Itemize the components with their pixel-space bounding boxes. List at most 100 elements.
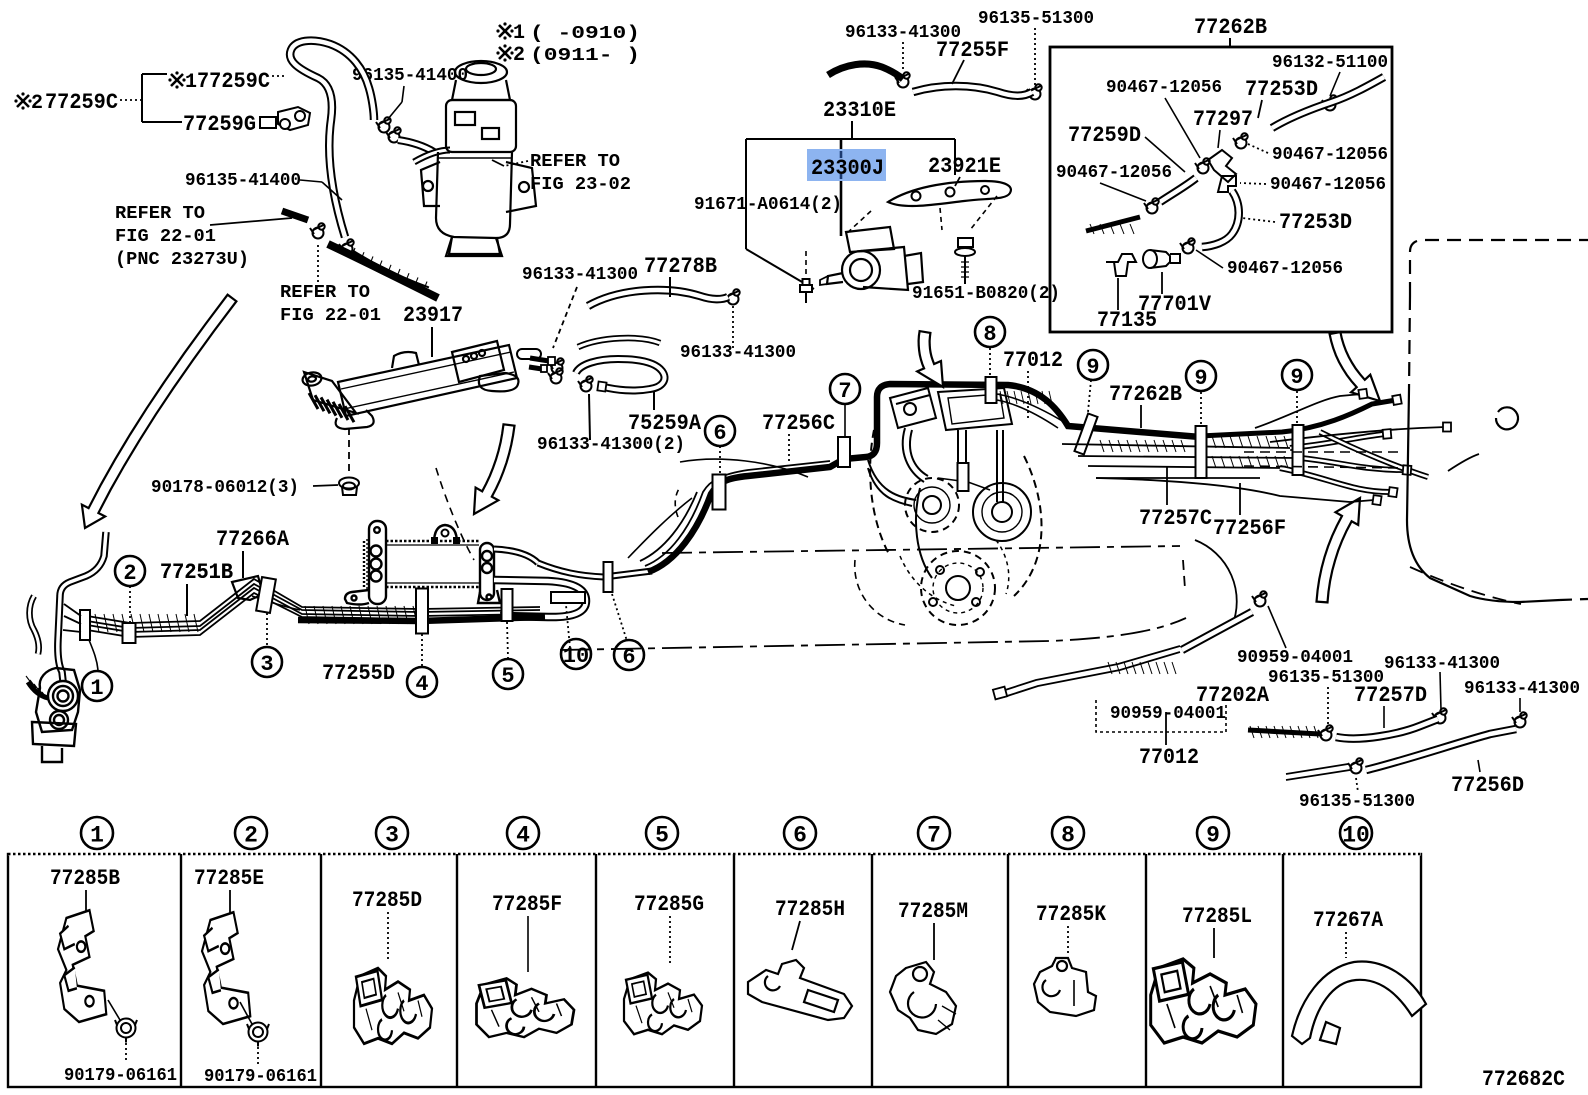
svg-text:77251B: 77251B [160,560,233,585]
svg-text:77285D: 77285D [352,888,422,913]
svg-text:772682C: 772682C [1482,1067,1565,1092]
svg-text:91651-B0820(2): 91651-B0820(2) [912,284,1060,304]
svg-text:REFER TO: REFER TO [115,204,205,224]
svg-text:96132-51100: 96132-51100 [1272,53,1388,73]
svg-text:77285L: 77285L [1182,904,1252,929]
svg-text:7: 7 [927,822,941,848]
svg-text:9: 9 [1194,366,1207,391]
svg-text:FIG 23-02: FIG 23-02 [530,175,631,195]
svg-text:1: 1 [185,71,197,94]
svg-text:(0911- ): (0911- ) [530,46,640,66]
svg-text:REFER TO: REFER TO [530,152,620,172]
svg-text:3: 3 [385,822,399,848]
svg-text:77012: 77012 [1003,348,1063,373]
svg-text:90959-04001: 90959-04001 [1110,704,1226,724]
svg-text:96133-41300: 96133-41300 [1464,679,1580,699]
svg-text:77285K: 77285K [1036,902,1107,927]
svg-text:96135-41400: 96135-41400 [352,66,468,86]
svg-text:77285M: 77285M [898,899,968,924]
svg-text:23300J: 23300J [811,156,884,181]
svg-text:REFER TO: REFER TO [280,283,370,303]
svg-text:75259A: 75259A [628,411,702,436]
svg-text:77256D: 77256D [1451,773,1524,798]
svg-text:6: 6 [713,421,726,446]
svg-text:77297: 77297 [1193,107,1253,132]
svg-text:23310E: 23310E [823,98,896,123]
svg-text:77285H: 77285H [775,897,845,922]
svg-text:77256F: 77256F [1213,516,1286,541]
svg-text:77259D: 77259D [1068,123,1141,148]
svg-text:FIG 22-01: FIG 22-01 [115,227,216,247]
svg-text:2: 2 [123,561,136,586]
svg-text:90959-04001: 90959-04001 [1237,648,1353,668]
svg-text:5: 5 [655,822,669,848]
svg-text:77253D: 77253D [1279,210,1352,235]
svg-text:77257C: 77257C [1139,506,1212,531]
svg-text:77251B: 77251B [160,560,233,585]
svg-text:10: 10 [1342,822,1370,848]
svg-text:90179-06161: 90179-06161 [204,1067,317,1087]
svg-text:96133-41300: 96133-41300 [845,23,961,43]
svg-text:77253D: 77253D [1245,77,1318,102]
svg-text:96135-51300: 96135-51300 [1299,792,1415,812]
svg-text:96133-41300: 96133-41300 [522,265,638,285]
svg-text:2: 2 [513,44,525,67]
svg-text:90179-06161: 90179-06161 [64,1066,177,1086]
svg-text:77256C: 77256C [762,411,835,436]
svg-text:10: 10 [563,644,589,669]
svg-text:(PNC 23273U): (PNC 23273U) [115,250,249,270]
svg-text:77257D: 77257D [1354,683,1427,708]
svg-text:4: 4 [415,672,428,697]
svg-text:96135-51300: 96135-51300 [1268,668,1384,688]
svg-text:90467-12056: 90467-12056 [1272,145,1388,165]
svg-text:23921E: 23921E [928,154,1001,179]
svg-text:7: 7 [838,379,851,404]
svg-text:77255F: 77255F [936,38,1009,63]
svg-text:77701V: 77701V [1138,292,1212,317]
svg-text:1: 1 [513,22,525,45]
svg-text:2: 2 [31,92,43,115]
svg-text:77285F: 77285F [492,892,562,917]
svg-text:9: 9 [1206,822,1220,848]
svg-text:96133-41300(2): 96133-41300(2) [537,435,685,455]
svg-text:( -0910): ( -0910) [530,24,640,44]
svg-text:FIG 22-01: FIG 22-01 [280,306,381,326]
svg-text:6: 6 [622,645,635,670]
svg-text:77259C: 77259C [197,69,270,94]
svg-text:77202A: 77202A [1196,683,1270,708]
svg-text:96133-41300: 96133-41300 [680,343,796,363]
svg-text:91671-A0614(2): 91671-A0614(2) [694,195,842,215]
svg-text:77259G: 77259G [183,112,256,137]
svg-text:77259C: 77259C [45,90,118,115]
svg-text:90467-12056: 90467-12056 [1227,259,1343,279]
svg-text:8: 8 [1061,822,1075,848]
svg-text:77278B: 77278B [644,254,717,279]
svg-text:90467-12056: 90467-12056 [1056,163,1172,183]
svg-text:77267A: 77267A [1313,908,1384,933]
svg-text:90178-06012(3): 90178-06012(3) [151,478,299,498]
svg-text:8: 8 [983,322,996,347]
svg-text:77285E: 77285E [194,866,264,891]
svg-text:3: 3 [260,652,273,677]
svg-text:23917: 23917 [403,303,463,328]
svg-text:77262B: 77262B [1109,382,1182,407]
svg-text:9: 9 [1086,355,1099,380]
svg-text:77135: 77135 [1097,308,1157,333]
svg-text:77255D: 77255D [322,661,395,686]
svg-text:77012: 77012 [1139,745,1199,770]
svg-text:1: 1 [90,822,104,848]
svg-text:5: 5 [501,664,514,689]
svg-text:96135-41400: 96135-41400 [185,171,301,191]
svg-text:4: 4 [516,822,530,848]
svg-text:90467-12056: 90467-12056 [1270,175,1386,195]
svg-text:77285B: 77285B [50,866,120,891]
svg-text:9: 9 [1290,365,1303,390]
svg-text:96135-51300: 96135-51300 [978,9,1094,29]
svg-text:77285G: 77285G [634,892,704,917]
svg-text:1: 1 [90,676,103,701]
svg-text:77266A: 77266A [216,527,290,552]
svg-text:90467-12056: 90467-12056 [1106,78,1222,98]
svg-text:2: 2 [244,822,258,848]
svg-text:77262B: 77262B [1194,15,1267,40]
svg-text:96133-41300: 96133-41300 [1384,654,1500,674]
